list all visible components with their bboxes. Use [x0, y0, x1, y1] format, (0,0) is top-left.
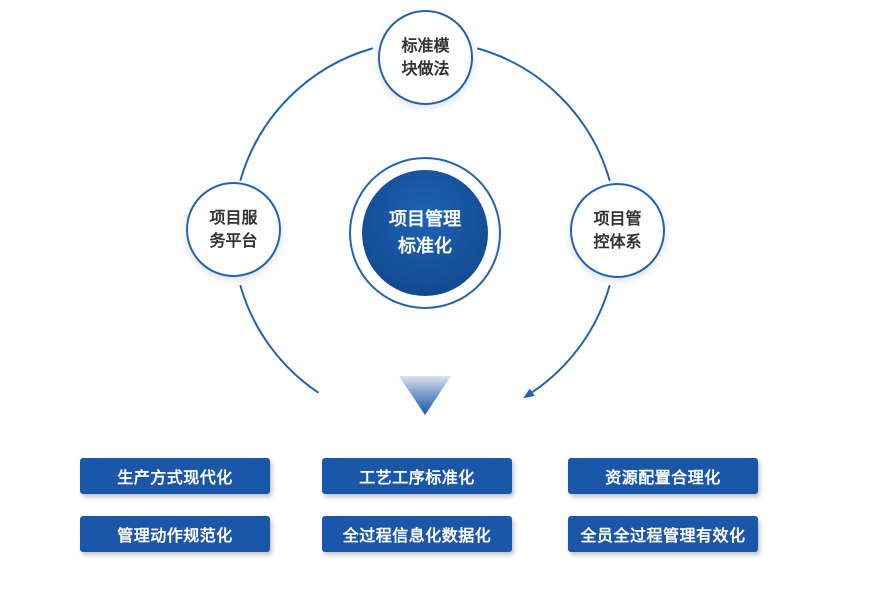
satellite-node-left: 项目服 务平台 [186, 182, 281, 277]
orbit-arc-bottom-left [239, 285, 319, 394]
orbit-arc-top-right [477, 47, 611, 181]
down-arrow-icon [399, 376, 451, 415]
result-box-resource-allocation: 资源配置合理化 [568, 458, 758, 494]
result-box-label: 管理动作规范化 [117, 528, 233, 545]
orbit-arc-bottom-right [531, 285, 611, 394]
arc-arrowhead-icon [523, 388, 535, 399]
orbit-arc-top-left [239, 47, 373, 181]
center-label-line2: 标准化 [398, 236, 452, 256]
center-node: 项目管理 标准化 [362, 170, 488, 296]
result-box-label: 工艺工序标准化 [359, 470, 475, 487]
satellite-right-label-line2: 控体系 [593, 233, 642, 251]
result-box-informatization: 全过程信息化数据化 [322, 516, 512, 552]
satellite-top-label-line1: 标准模 [401, 37, 450, 55]
result-box-label: 资源配置合理化 [605, 470, 721, 487]
result-box-production-modernization: 生产方式现代化 [80, 458, 270, 494]
result-box-management-standardized: 管理动作规范化 [80, 516, 270, 552]
satellite-node-top: 标准模 块做法 [378, 10, 473, 105]
result-box-label: 生产方式现代化 [117, 470, 233, 487]
result-box-effective-management: 全员全过程管理有效化 [568, 516, 758, 552]
satellite-left-label-line1: 项目服 [209, 209, 258, 227]
result-box-label: 全员全过程管理有效化 [580, 528, 746, 545]
satellite-top-label-line2: 块做法 [401, 60, 450, 78]
satellite-node-right: 项目管 控体系 [570, 183, 665, 278]
result-box-label: 全过程信息化数据化 [342, 528, 492, 545]
satellite-right-label-line1: 项目管 [593, 210, 642, 228]
center-label-line1: 项目管理 [389, 209, 461, 229]
center-node-ring: 项目管理 标准化 [349, 157, 501, 309]
satellite-left-label-line2: 务平台 [209, 232, 258, 250]
result-box-process-standardization: 工艺工序标准化 [322, 458, 512, 494]
